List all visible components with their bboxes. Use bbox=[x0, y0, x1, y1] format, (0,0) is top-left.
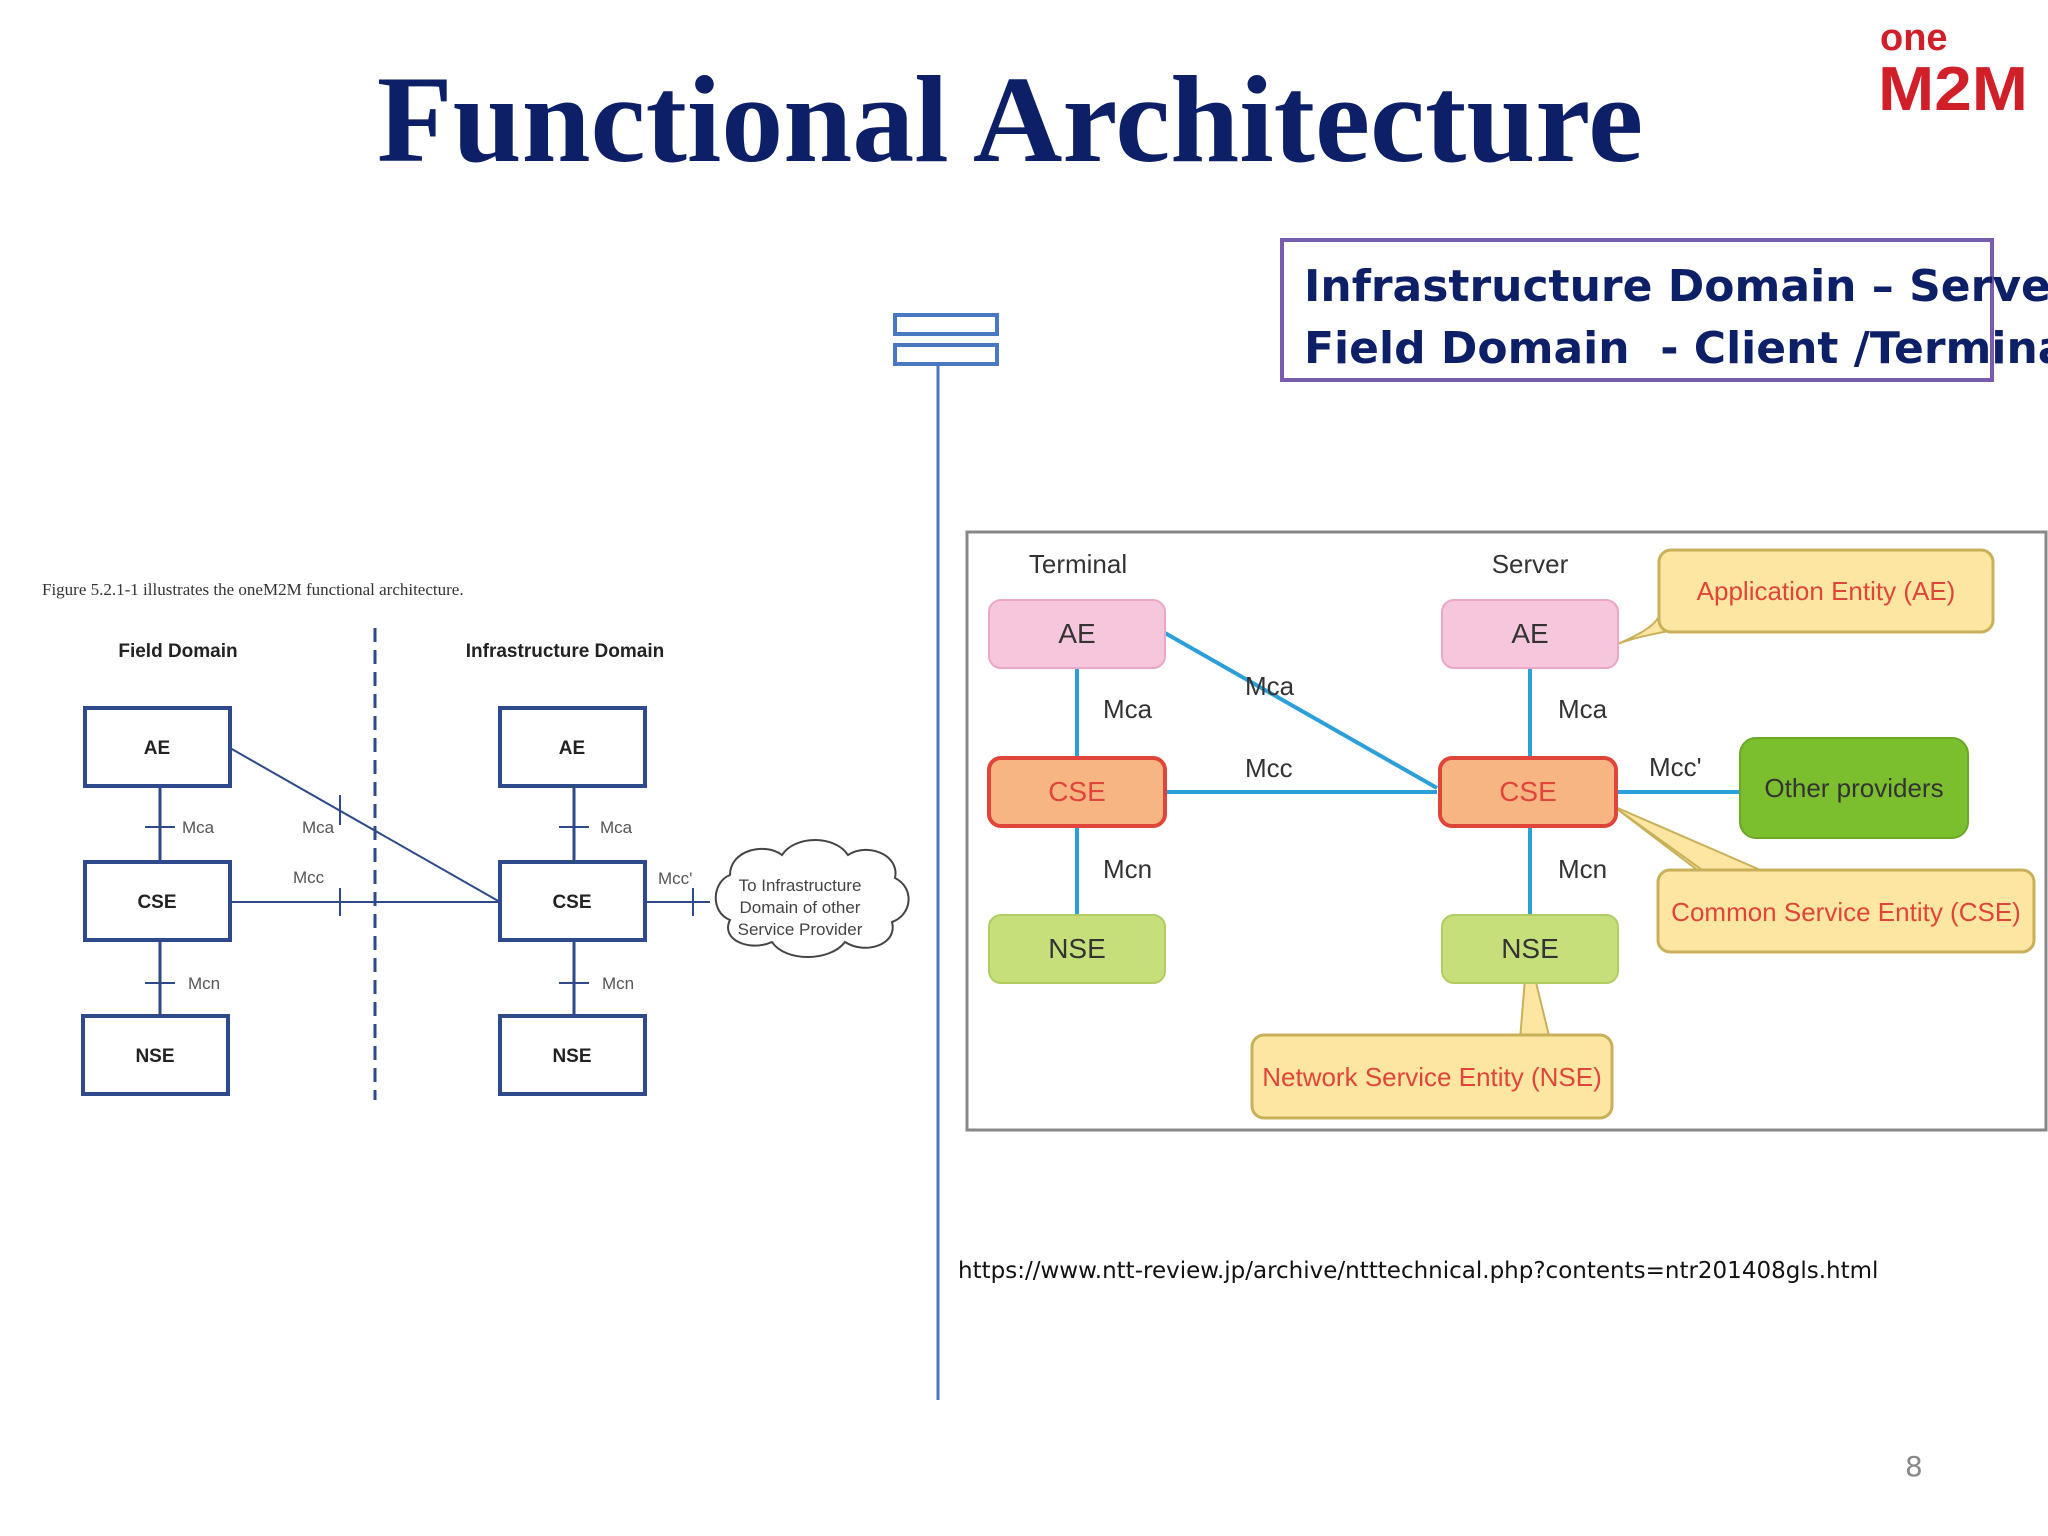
server-ae-node bbox=[1441, 599, 1619, 669]
cross-mca-label: Mca bbox=[1245, 671, 1295, 701]
cse-callout bbox=[1656, 868, 2036, 954]
ae-callout bbox=[1657, 548, 1995, 634]
other-providers-node bbox=[1739, 737, 1969, 839]
cloud-line-1: To Infrastructure bbox=[739, 876, 862, 895]
divider-connector-top bbox=[893, 313, 999, 336]
left-architecture-figure: Figure 5.2.1-1 illustrates the oneM2M fu… bbox=[42, 580, 910, 1100]
server-label: Server bbox=[1492, 549, 1569, 579]
terminal-ae-label: AE bbox=[1058, 618, 1095, 649]
server-mca-label: Mca bbox=[1558, 694, 1608, 724]
field-domain-label: Field Domain bbox=[118, 641, 237, 662]
field-cse-label: CSE bbox=[137, 892, 176, 913]
cloud-line-2: Domain of other bbox=[740, 898, 861, 917]
infra-nse-box bbox=[498, 1014, 647, 1096]
server-nse-node bbox=[1441, 914, 1619, 984]
cross-mca-link bbox=[229, 747, 501, 903]
infra-cse-label: CSE bbox=[552, 892, 591, 913]
terminal-cse-label: CSE bbox=[1048, 776, 1106, 807]
infra-mca-label: Mca bbox=[600, 818, 633, 837]
server-nse-label: NSE bbox=[1501, 933, 1559, 964]
terminal-mcn-label: Mcn bbox=[1103, 854, 1152, 884]
mcc-prime-label: Mcc' bbox=[658, 869, 692, 888]
field-mcn-label: Mcn bbox=[188, 974, 220, 993]
field-cse-box bbox=[83, 860, 232, 942]
slide-divider bbox=[893, 313, 999, 1400]
server-cse-node bbox=[1438, 756, 1618, 828]
source-url: https://www.ntt-review.jp/archive/ntttec… bbox=[958, 1258, 1879, 1284]
infra-mcn-label: Mcn bbox=[602, 974, 634, 993]
terminal-nse-node bbox=[988, 914, 1166, 984]
field-nse-label: NSE bbox=[135, 1046, 174, 1067]
server-ae-label: AE bbox=[1511, 618, 1548, 649]
terminal-cse-node bbox=[987, 756, 1167, 828]
domain-note-infrastructure: Infrastructure Domain – Server bbox=[1304, 261, 2048, 312]
terminal-nse-label: NSE bbox=[1048, 933, 1106, 964]
nse-callout bbox=[1250, 1033, 1614, 1120]
cloud-line-3: Service Provider bbox=[738, 920, 863, 939]
domain-note-field: Field Domain - Client /Terminal bbox=[1304, 323, 2048, 374]
cross-mcc-label: Mcc bbox=[1245, 753, 1293, 783]
page-number: 8 bbox=[1905, 1450, 1923, 1483]
cross-mca-link bbox=[1164, 631, 1438, 790]
infrastructure-domain-label: Infrastructure Domain bbox=[466, 641, 664, 662]
infra-cse-box bbox=[498, 860, 647, 942]
external-provider-cloud bbox=[714, 839, 910, 958]
nse-callout-text: Network Service Entity (NSE) bbox=[1262, 1062, 1602, 1092]
logo-bottom-text: M2M bbox=[1878, 55, 2028, 119]
server-cse-label: CSE bbox=[1499, 776, 1557, 807]
infra-ae-box bbox=[498, 706, 647, 788]
onem2m-logo: one M2M bbox=[1878, 17, 2028, 119]
cross-mca-label: Mca bbox=[302, 818, 335, 837]
field-ae-label: AE bbox=[144, 738, 170, 759]
field-nse-box bbox=[81, 1014, 230, 1096]
logo-top-text: one bbox=[1880, 17, 1948, 59]
field-mca-label: Mca bbox=[182, 818, 215, 837]
server-mcn-label: Mcn bbox=[1558, 854, 1607, 884]
mcc-prime-label: Mcc' bbox=[1649, 752, 1702, 782]
field-ae-box bbox=[83, 706, 232, 788]
other-providers-label: Other providers bbox=[1764, 773, 1943, 803]
terminal-ae-node bbox=[988, 599, 1166, 669]
divider-connector-bottom bbox=[893, 343, 999, 366]
infra-ae-label: AE bbox=[559, 738, 585, 759]
cross-mcc-label: Mcc bbox=[293, 868, 325, 887]
terminal-mca-label: Mca bbox=[1103, 694, 1153, 724]
slide-title: Functional Architecture bbox=[376, 51, 1644, 188]
right-architecture-figure: Terminal Server Application Entity (AE) … bbox=[965, 530, 2048, 1132]
ae-callout-text: Application Entity (AE) bbox=[1697, 576, 1956, 606]
terminal-label: Terminal bbox=[1029, 549, 1127, 579]
infra-nse-label: NSE bbox=[552, 1046, 591, 1067]
figure-caption: Figure 5.2.1-1 illustrates the oneM2M fu… bbox=[42, 580, 464, 599]
domain-note-box: Infrastructure Domain – Server Field Dom… bbox=[1280, 238, 2048, 382]
cse-callout-text: Common Service Entity (CSE) bbox=[1671, 897, 2021, 927]
